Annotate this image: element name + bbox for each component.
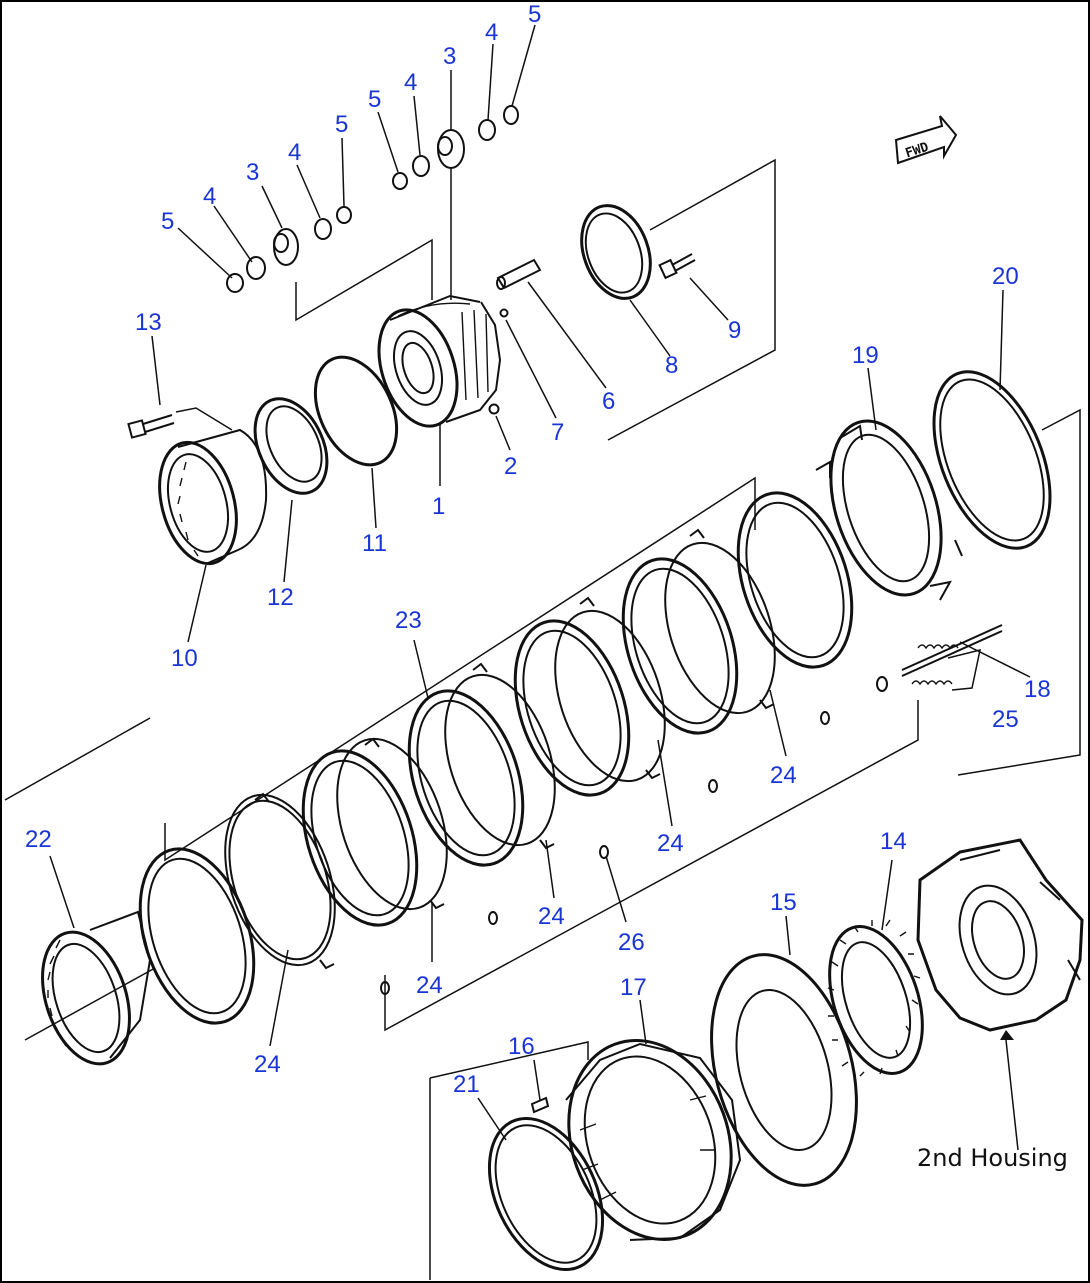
callout-19: 19 (852, 342, 879, 369)
callout-10: 10 (171, 645, 198, 672)
leader-bracket-disc-bottom (384, 700, 919, 1032)
callout-23: 23 (395, 607, 422, 634)
callout-4-d: 4 (485, 19, 498, 46)
bearing-set-upper (392, 105, 519, 190)
callout-5-c: 5 (368, 86, 381, 113)
callout-7: 7 (551, 419, 564, 446)
part-13-bolt (127, 407, 233, 439)
leader-bracket-20 (957, 408, 1081, 776)
callout-5-b: 5 (335, 111, 348, 138)
part-16-pin (530, 1096, 550, 1114)
callout-8: 8 (665, 352, 678, 379)
part-17-piston (565, 1039, 742, 1241)
callout-3-b: 3 (443, 43, 456, 70)
part-7-ball (499, 308, 509, 318)
part-9-bolt (658, 253, 696, 280)
callout-24-c: 24 (538, 903, 565, 930)
leader-bracket-89 (607, 158, 776, 441)
part-2-ball (488, 403, 500, 415)
callout-24-b: 24 (657, 830, 684, 857)
leader-bracket-disc-top (164, 476, 756, 862)
callout-14: 14 (880, 828, 907, 855)
callout-5-d: 5 (528, 1, 541, 28)
callout-22: 22 (25, 826, 52, 853)
callout-12: 12 (267, 584, 294, 611)
part-1-carrier (377, 294, 502, 428)
callout-13: 13 (135, 309, 162, 336)
callout-17: 17 (620, 974, 647, 1001)
callout-4-c: 4 (404, 69, 417, 96)
part-15-disc (710, 953, 858, 1187)
leader-18 (959, 641, 1031, 678)
callout-11: 11 (362, 530, 387, 557)
callout-26: 26 (618, 929, 645, 956)
callout-24-e: 24 (254, 1051, 281, 1078)
part-19-piston (815, 419, 963, 601)
callout-6: 6 (602, 388, 615, 415)
bearing-set-lower (226, 206, 352, 293)
callout-4-a: 4 (203, 183, 216, 210)
fwd-label: FWD (904, 140, 931, 162)
callout-4-b: 4 (288, 139, 301, 166)
callout-3-a: 3 (246, 159, 259, 186)
part-8-ring (580, 204, 652, 300)
callout-20: 20 (992, 263, 1019, 290)
part-26-small-a (876, 676, 888, 692)
leader-bracket-a (295, 238, 433, 322)
part-6-pin (496, 258, 542, 290)
callout-15: 15 (770, 889, 797, 916)
leader-25 (947, 648, 981, 691)
callout-9: 9 (728, 317, 741, 344)
second-housing (916, 838, 1084, 1151)
part-18-spring-pin (901, 624, 1003, 686)
callout-labels: 5 4 3 4 5 5 4 3 4 5 20 13 9 19 8 6 7 2 1… (25, 1, 1051, 1098)
leader-22-bot (24, 967, 156, 1041)
callout-24-a: 24 (770, 762, 797, 789)
second-housing-label: 2nd Housing (917, 1144, 1068, 1172)
callout-18: 18 (1024, 676, 1051, 703)
leader-22-top (4, 717, 151, 801)
part-11-snap-ring (313, 355, 399, 467)
part-14-gear (827, 919, 924, 1077)
part-10-drum (158, 428, 268, 566)
callout-2: 2 (504, 453, 517, 480)
callout-24-d: 24 (416, 972, 443, 999)
disc-stack (138, 491, 854, 1025)
part-20-ring (932, 370, 1052, 550)
callout-1: 1 (432, 493, 445, 520)
callout-5-a: 5 (161, 208, 174, 235)
callout-16: 16 (508, 1033, 535, 1060)
callout-25: 25 (992, 706, 1019, 733)
part-22-ring-gear (41, 910, 152, 1066)
callout-21: 21 (453, 1071, 480, 1098)
small-springs (380, 711, 830, 995)
leader-bracket-21 (429, 1041, 589, 1079)
part-21-ring (487, 1116, 605, 1272)
fwd-arrow-icon: FWD (894, 115, 958, 165)
leader-lines (49, 24, 1004, 1141)
